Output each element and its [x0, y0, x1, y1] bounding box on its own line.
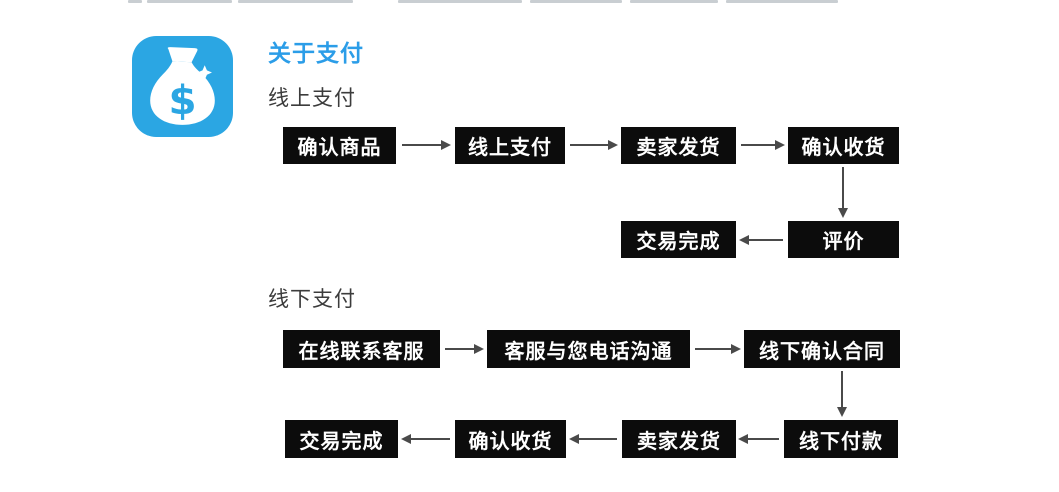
node-review: 评价 — [788, 221, 899, 258]
cropped-text-dash — [726, 0, 838, 3]
svg-text:$: $ — [168, 76, 196, 124]
node-contact-cs: 在线联系客服 — [283, 330, 440, 368]
arrow-review-to-done — [739, 235, 783, 245]
node-cs-phone: 客服与您电话沟通 — [487, 330, 690, 368]
cropped-text-dash — [398, 0, 522, 3]
arrow-offline-pay-to-seller-ship — [738, 434, 779, 444]
node-confirm-product: 确认商品 — [283, 127, 396, 164]
arrow-confirm-receipt-to-review — [838, 167, 848, 218]
arrow-seller-ship-to-confirm-receipt-offline — [569, 434, 617, 444]
node-offline-done: 交易完成 — [285, 420, 398, 458]
cropped-text-dash — [530, 0, 622, 3]
offline-flow-heading: 线下支付 — [268, 288, 356, 311]
cropped-text-dash — [238, 0, 353, 3]
node-online-confirm-receipt: 确认收货 — [788, 127, 899, 164]
arrow-contact-cs-to-cs-phone — [445, 344, 484, 354]
node-offline-pay: 线下付款 — [784, 420, 898, 458]
cropped-text-dash — [630, 0, 718, 3]
page-title: 关于支付 — [268, 40, 364, 66]
node-confirm-contract: 线下确认合同 — [744, 330, 900, 368]
arrow-cs-phone-to-confirm-contract — [695, 344, 741, 354]
arrow-online-pay-to-seller-ship — [570, 140, 618, 150]
cropped-text-dash — [128, 0, 142, 3]
node-offline-confirm-receipt: 确认收货 — [455, 420, 566, 458]
node-online-seller-ship: 卖家发货 — [621, 127, 736, 164]
node-offline-seller-ship: 卖家发货 — [622, 420, 736, 458]
online-flow-heading: 线上支付 — [268, 87, 356, 110]
arrow-seller-ship-to-confirm-receipt — [741, 140, 785, 150]
cropped-text-dash — [147, 0, 232, 3]
money-bag-icon: $ — [130, 36, 235, 137]
node-online-pay: 线上支付 — [455, 127, 565, 164]
arrow-confirm-product-to-online-pay — [402, 140, 451, 150]
arrow-confirm-receipt-to-done-offline — [401, 434, 450, 444]
node-online-done: 交易完成 — [621, 221, 736, 258]
arrow-confirm-contract-to-offline-pay — [837, 371, 847, 417]
